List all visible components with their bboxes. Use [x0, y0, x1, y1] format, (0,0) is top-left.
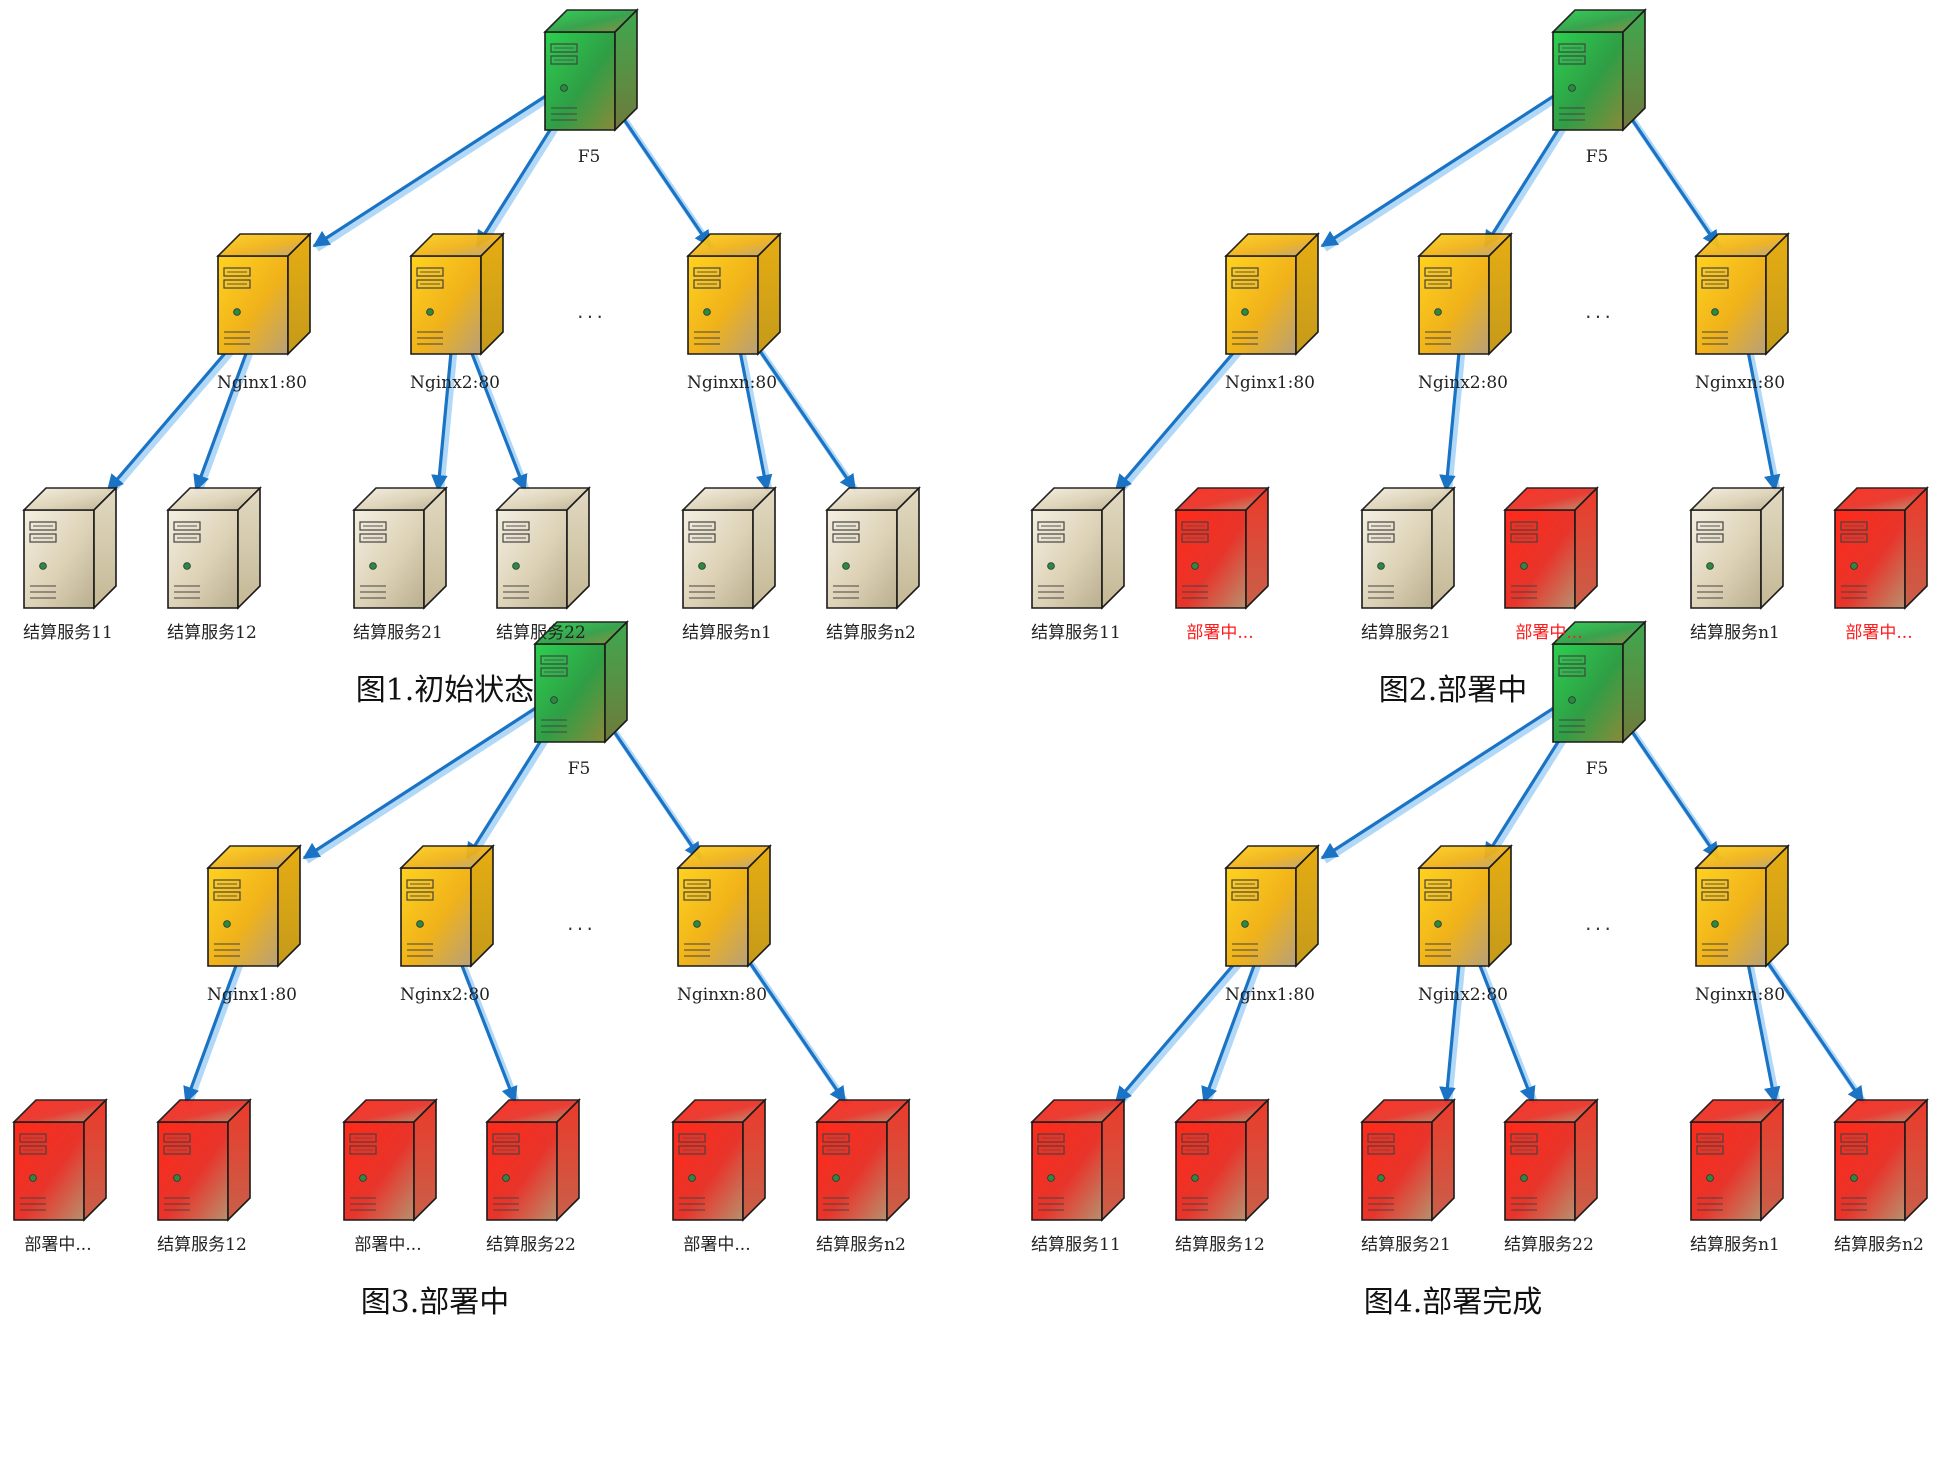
nginx-label-3: Nginxn:80 — [687, 373, 777, 393]
nginx-server-icon-3 — [676, 844, 772, 968]
service-server-icon-2-1 — [1360, 486, 1456, 610]
service-server-icon-2-1 — [342, 1098, 438, 1222]
f5-label: F5 — [1586, 147, 1609, 167]
nginx-server-icon-2 — [399, 844, 495, 968]
service-label-1-1: 结算服务11 — [1031, 1235, 1121, 1255]
service-server-icon-1-1 — [22, 486, 118, 610]
ellipsis-dots: ... — [566, 915, 595, 934]
service-server-icon-1-1 — [1030, 486, 1126, 610]
nginx-label-1: Nginx1:80 — [1225, 373, 1315, 393]
nginx-label-1: Nginx1:80 — [207, 985, 297, 1005]
nodes-layer — [12, 8, 1929, 1222]
caption-3: 图3.部署中 — [361, 1285, 510, 1320]
service-label-3-1: 部署中... — [683, 1235, 750, 1255]
service-label-1-2: 部署中... — [1186, 623, 1253, 643]
nginx-server-icon-2 — [409, 232, 505, 356]
nginx-server-icon-3 — [686, 232, 782, 356]
service-server-icon-1-2 — [156, 1098, 252, 1222]
service-server-icon-1-2 — [1174, 1098, 1270, 1222]
f5-server-icon — [1551, 8, 1647, 132]
f5-server-icon — [533, 620, 629, 744]
service-server-icon-1-2 — [1174, 486, 1270, 610]
service-label-2-1: 结算服务21 — [1361, 623, 1451, 643]
panel-1 — [22, 8, 921, 610]
service-label-1-2: 结算服务12 — [167, 623, 257, 643]
service-server-icon-3-2 — [1833, 1098, 1929, 1222]
ellipsis-dots: ... — [576, 303, 605, 322]
nginx-server-icon-1 — [1224, 844, 1320, 968]
panel-4 — [1030, 620, 1929, 1222]
nginx-label-2: Nginx2:80 — [400, 985, 490, 1005]
service-label-2-1: 部署中... — [354, 1235, 421, 1255]
caption-1: 图1.初始状态 — [356, 673, 535, 708]
nginx-label-2: Nginx2:80 — [1418, 985, 1508, 1005]
f5-server-icon — [543, 8, 639, 132]
service-server-icon-2-2 — [1503, 486, 1599, 610]
service-label-1-2: 结算服务12 — [1175, 1235, 1265, 1255]
nginx-server-icon-1 — [216, 232, 312, 356]
nginx-server-icon-3 — [1694, 232, 1790, 356]
service-server-icon-2-1 — [352, 486, 448, 610]
service-label-3-1: 结算服务n1 — [1690, 1235, 1780, 1255]
service-server-icon-3-1 — [671, 1098, 767, 1222]
nginx-label-2: Nginx2:80 — [410, 373, 500, 393]
service-server-icon-2-2 — [495, 486, 591, 610]
nginx-label-2: Nginx2:80 — [1418, 373, 1508, 393]
service-label-3-2: 部署中... — [1845, 623, 1912, 643]
service-label-1-1: 结算服务11 — [23, 623, 113, 643]
service-server-icon-1-2 — [166, 486, 262, 610]
service-label-2-2: 部署中... — [1515, 623, 1582, 643]
service-label-3-2: 结算服务n2 — [826, 623, 916, 643]
service-label-2-2: 结算服务22 — [496, 623, 586, 643]
nginx-server-icon-1 — [1224, 232, 1320, 356]
service-server-icon-2-1 — [1360, 1098, 1456, 1222]
service-server-icon-1-1 — [1030, 1098, 1126, 1222]
panel-2 — [1030, 8, 1929, 610]
service-server-icon-3-2 — [815, 1098, 911, 1222]
nginx-label-1: Nginx1:80 — [1225, 985, 1315, 1005]
service-server-icon-3-1 — [1689, 1098, 1785, 1222]
nginx-label-3: Nginxn:80 — [1695, 373, 1785, 393]
ellipsis-dots: ... — [1584, 303, 1613, 322]
service-label-1-2: 结算服务12 — [157, 1235, 247, 1255]
ellipsis-dots: ... — [1584, 915, 1613, 934]
panel-3 — [12, 620, 911, 1222]
service-server-icon-3-2 — [1833, 486, 1929, 610]
nginx-server-icon-2 — [1417, 232, 1513, 356]
nginx-server-icon-2 — [1417, 844, 1513, 968]
service-server-icon-1-1 — [12, 1098, 108, 1222]
service-label-3-2: 结算服务n2 — [1834, 1235, 1924, 1255]
service-label-3-1: 结算服务n1 — [1690, 623, 1780, 643]
service-label-3-1: 结算服务n1 — [682, 623, 772, 643]
nginx-label-1: Nginx1:80 — [217, 373, 307, 393]
nginx-label-3: Nginxn:80 — [1695, 985, 1785, 1005]
f5-label: F5 — [1586, 759, 1609, 779]
service-label-2-2: 结算服务22 — [1504, 1235, 1594, 1255]
service-label-2-1: 结算服务21 — [353, 623, 443, 643]
service-label-1-1: 部署中... — [24, 1235, 91, 1255]
service-server-icon-3-2 — [825, 486, 921, 610]
service-label-2-2: 结算服务22 — [486, 1235, 576, 1255]
nginx-server-icon-1 — [206, 844, 302, 968]
service-server-icon-2-2 — [1503, 1098, 1599, 1222]
f5-label: F5 — [578, 147, 601, 167]
f5-server-icon — [1551, 620, 1647, 744]
nginx-server-icon-3 — [1694, 844, 1790, 968]
service-server-icon-3-1 — [1689, 486, 1785, 610]
service-label-2-1: 结算服务21 — [1361, 1235, 1451, 1255]
service-label-3-2: 结算服务n2 — [816, 1235, 906, 1255]
nginx-label-3: Nginxn:80 — [677, 985, 767, 1005]
service-server-icon-3-1 — [681, 486, 777, 610]
caption-2: 图2.部署中 — [1379, 673, 1528, 708]
caption-4: 图4.部署完成 — [1364, 1285, 1543, 1320]
service-label-1-1: 结算服务11 — [1031, 623, 1121, 643]
service-server-icon-2-2 — [485, 1098, 581, 1222]
f5-label: F5 — [568, 759, 591, 779]
